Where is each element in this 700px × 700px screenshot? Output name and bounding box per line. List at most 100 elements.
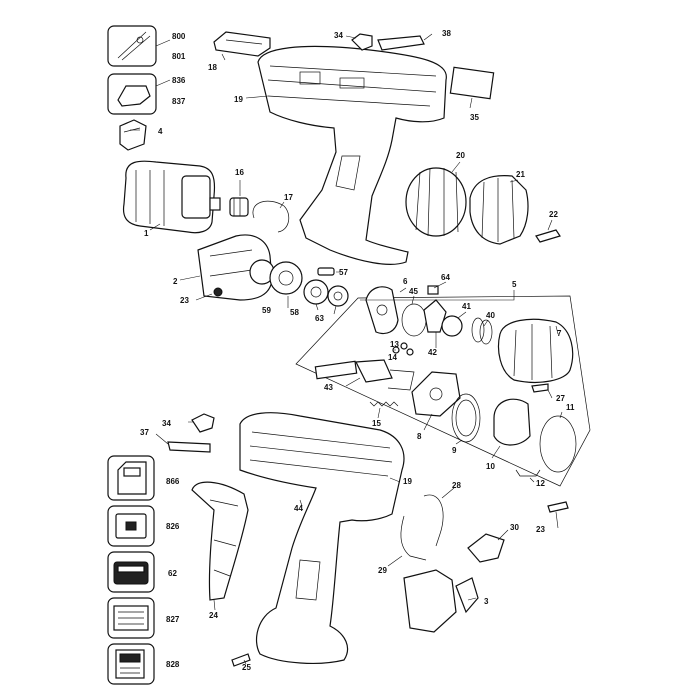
accessory-box-62 [107,551,155,593]
motor-1 [122,160,221,234]
callout-59: 59 [262,306,271,315]
clip-34-top [351,33,373,51]
wire-28 [423,494,444,547]
callout-labels: 800 801 836 837 18 19 34 38 35 4 16 17 2… [140,29,575,672]
screw-27 [531,383,549,393]
housing-half-bottom-44 [239,412,405,664]
callout-23-top: 23 [180,296,189,305]
callout-42: 42 [428,348,437,357]
callout-2: 2 [173,277,178,286]
screw-25 [231,653,251,667]
callout-22: 22 [549,210,558,219]
callout-45: 45 [409,287,418,296]
callout-827: 827 [166,615,180,624]
callout-38: 38 [442,29,451,38]
callout-58: 58 [290,308,299,317]
callout-35: 35 [470,113,479,122]
callout-34-top: 34 [334,31,343,40]
callout-837: 837 [172,97,186,106]
callout-20: 20 [456,151,465,160]
accessory-box-828 [107,643,155,685]
chuck-21 [469,175,529,245]
callout-5: 5 [512,280,517,289]
callout-43: 43 [324,383,333,392]
clip-34-bottom [191,413,215,433]
callout-12: 12 [536,479,545,488]
side-grip-24 [191,481,249,601]
callout-3: 3 [484,597,489,606]
ring-9 [451,393,481,443]
callout-828: 828 [166,660,180,669]
accessory-box-826 [107,505,155,547]
pinion-16 [229,197,249,217]
callout-7: 7 [557,329,562,338]
callout-16: 16 [235,168,244,177]
screw-23-bottom [547,501,569,513]
callout-44: 44 [294,504,303,513]
callout-62: 62 [168,569,177,578]
accessory-box-827 [107,597,155,639]
switch-actuator-30 [467,533,505,563]
clip-64 [427,285,439,295]
spindle-43 [314,359,415,391]
callout-1: 1 [144,229,149,238]
callout-37: 37 [140,428,149,437]
screw-22 [535,229,561,243]
label-35 [449,66,495,100]
callout-41: 41 [462,302,471,311]
housing-half-top [257,45,447,265]
callout-836: 836 [172,76,186,85]
callout-801: 801 [172,52,186,61]
spring-15 [369,401,399,407]
callout-24: 24 [209,611,218,620]
ring-11 [539,415,577,473]
screw-23-top [213,287,223,297]
wire-29 [400,515,427,561]
callout-11: 11 [566,403,575,412]
gear-63 [327,285,349,307]
callout-4: 4 [158,127,163,136]
gear-58 [303,279,329,305]
callout-19-top: 19 [234,95,243,104]
callout-13: 13 [390,340,399,349]
spring-clip-12 [515,469,541,477]
spring-pin-57 [317,267,335,276]
switch-cap-18 [213,31,271,57]
callout-826: 826 [166,522,180,531]
leader-lines [130,33,563,665]
bit-38 [377,35,425,51]
callout-30: 30 [510,523,519,532]
accessory-box-800-801 [107,25,157,67]
clutch-plate-8 [411,371,461,417]
chuck-sleeve-20 [405,167,467,237]
switch-3 [403,569,479,633]
bit-37 [167,441,211,453]
spring-40 [471,317,493,345]
callout-64: 64 [441,273,450,282]
accessory-box-836-837 [107,73,157,115]
callout-28: 28 [452,481,461,490]
callout-34-bottom: 34 [162,419,171,428]
callout-9: 9 [452,446,457,455]
gear-plate-59 [269,261,303,295]
motor-mount-2 [197,234,275,301]
callout-866: 866 [166,477,180,486]
callout-27: 27 [556,394,565,403]
callout-29: 29 [378,566,387,575]
callout-18: 18 [208,63,217,72]
gearbox-outline [295,295,591,487]
accessory-box-866 [107,455,155,501]
callout-6: 6 [403,277,408,286]
clutch-housing-7 [497,318,574,383]
callout-800: 800 [172,32,186,41]
callout-15: 15 [372,419,381,428]
callout-40: 40 [486,311,495,320]
callout-25: 25 [242,663,251,672]
callout-19-bottom: 19 [403,477,412,486]
gearcase-6 [365,286,399,335]
callout-8: 8 [417,432,422,441]
ring-45 [401,303,427,337]
connector-4 [119,119,147,151]
gear-41 [441,315,463,337]
